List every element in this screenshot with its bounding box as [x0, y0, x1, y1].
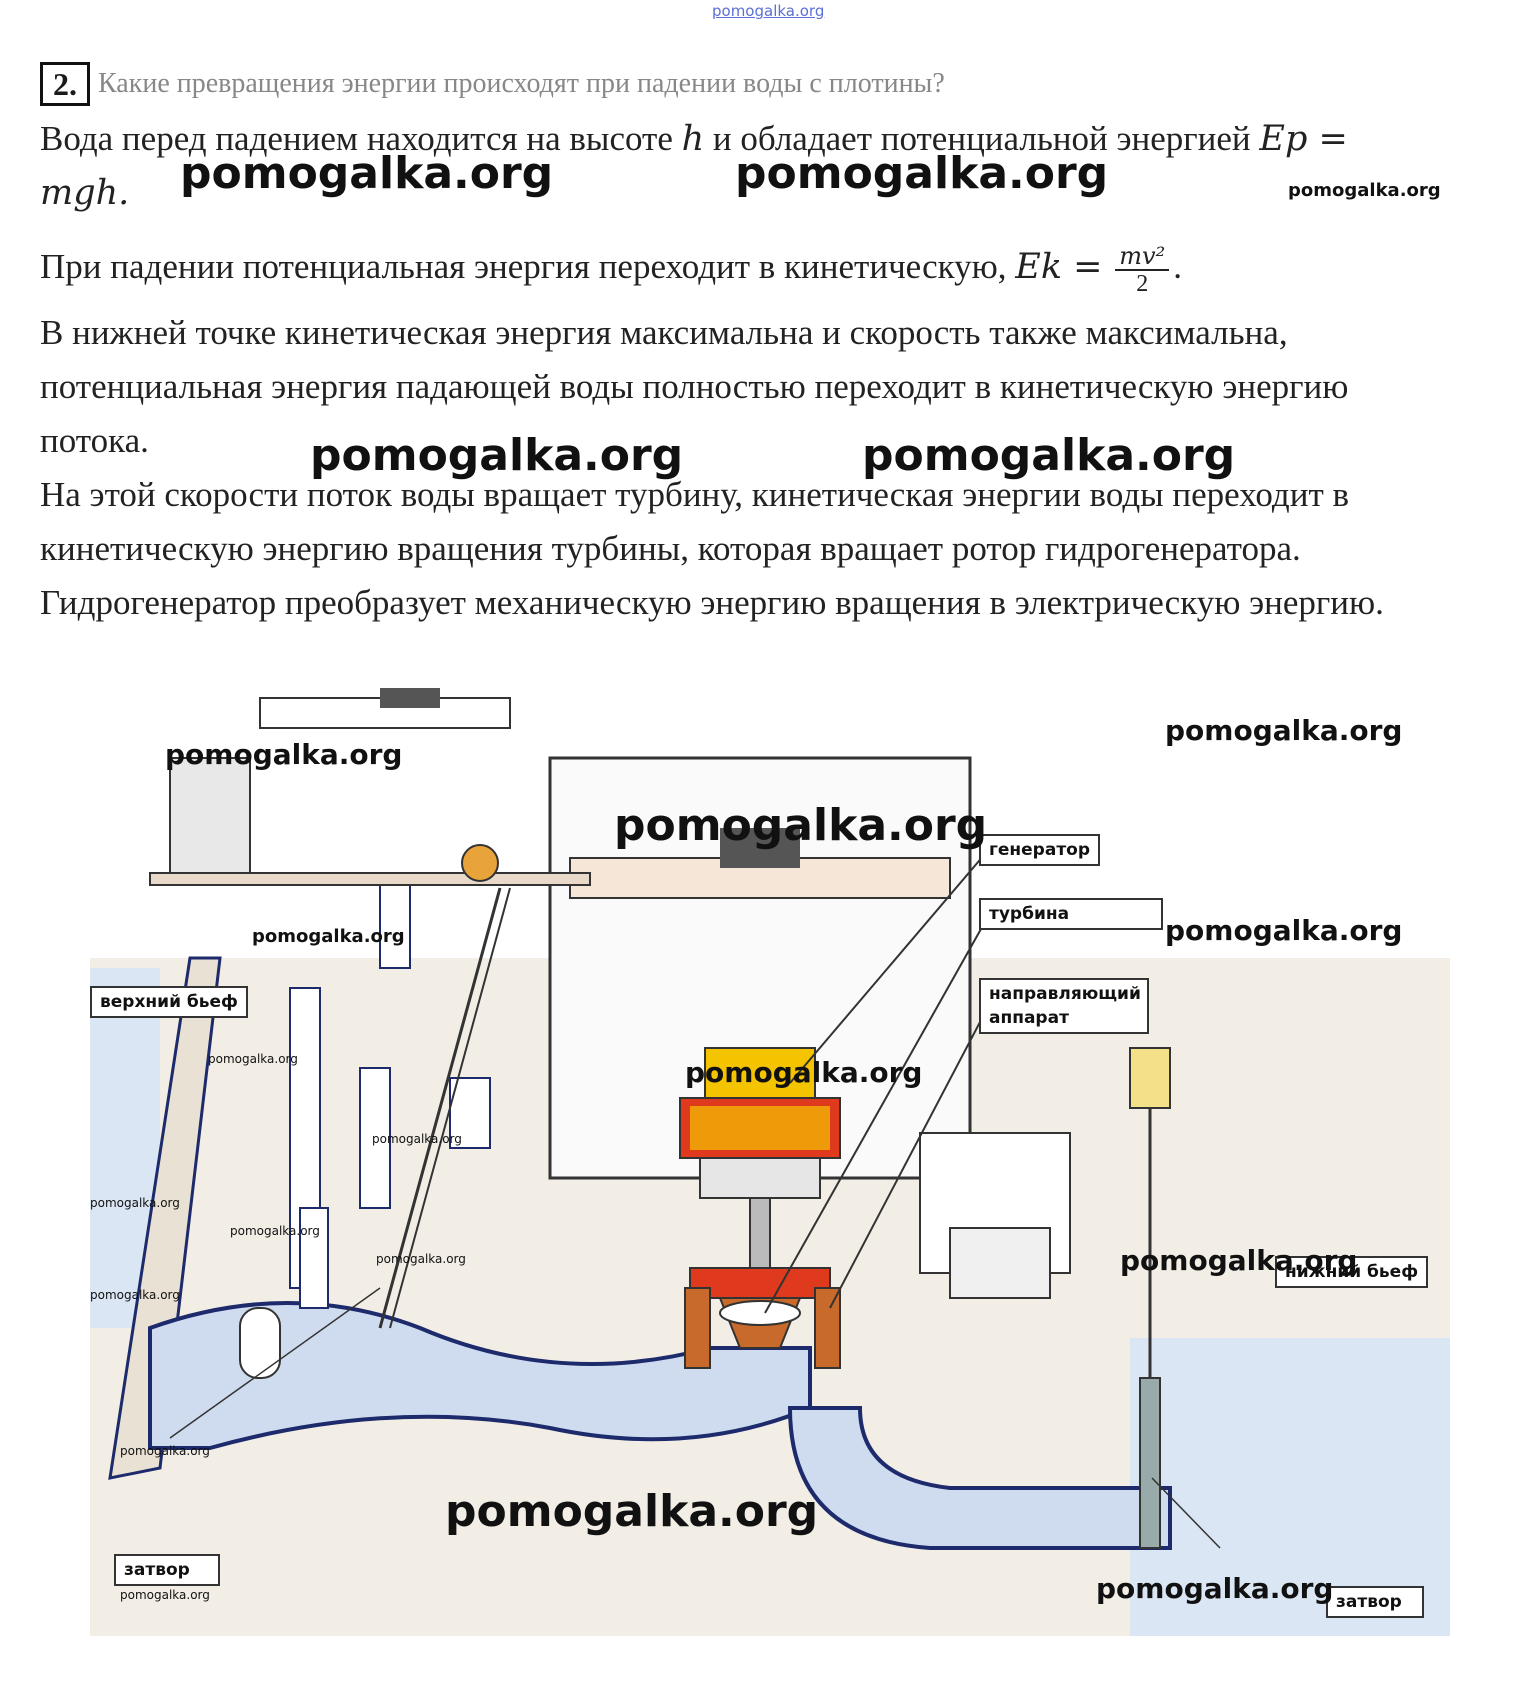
- label-generator: генератор: [979, 834, 1101, 866]
- watermark[interactable]: pomogalka.org: [208, 1052, 298, 1066]
- guide-vanes-left: [684, 1287, 711, 1369]
- label-upper-pool: верхний бьеф: [90, 986, 248, 1018]
- hydro-plant-diagram: генератор турбина направляющий аппарат в…: [90, 688, 1450, 1636]
- label-guide-apparatus-line2: аппарат: [989, 1008, 1069, 1028]
- answer-paragraph-4: На этой скорости поток воды вращает турб…: [40, 475, 1350, 568]
- watermark[interactable]: pomogalka.org: [90, 1288, 180, 1302]
- answer-paragraph-3: В нижней точке кинетическая энергия макс…: [40, 313, 1349, 460]
- watermark[interactable]: pomogalka.org: [1165, 714, 1403, 747]
- watermark[interactable]: pomogalka.org: [165, 738, 403, 771]
- watermark[interactable]: pomogalka.org: [120, 1588, 210, 1602]
- kinetic-energy-fraction: mv² 2: [1115, 243, 1170, 297]
- answer-paragraph-2: При падении потенциальная энергия перехо…: [40, 240, 1500, 297]
- watermark[interactable]: pomogalka.org: [735, 148, 1109, 199]
- watermark[interactable]: pomogalka.org: [120, 1444, 210, 1458]
- upstream-dam-face: [108, 956, 222, 1480]
- lower-pool-water: [1130, 1338, 1450, 1636]
- watermark[interactable]: pomogalka.org: [1288, 180, 1441, 201]
- guide-vanes-right: [814, 1287, 841, 1369]
- watermark[interactable]: pomogalka.org: [372, 1132, 462, 1146]
- ladder-shaft: [299, 1207, 329, 1309]
- watermark[interactable]: pomogalka.org: [1165, 914, 1403, 947]
- p2-end: .: [1173, 247, 1182, 286]
- fraction-numerator: mv²: [1115, 243, 1170, 271]
- control-booth: [1129, 1047, 1171, 1109]
- watermark[interactable]: pomogalka.org: [90, 1196, 180, 1210]
- kinetic-energy-symbol: Ek =: [1015, 247, 1103, 287]
- watermark[interactable]: pomogalka.org: [1120, 1244, 1358, 1277]
- question-text: Какие превращения энергии происходят при…: [98, 68, 945, 99]
- question-number: 2.: [40, 62, 90, 106]
- turbine-shaft: [749, 1197, 771, 1269]
- watermark[interactable]: pomogalka.org: [1096, 1572, 1334, 1605]
- answer-paragraph-1: Вода перед падением находится на высоте …: [40, 112, 1500, 220]
- watermark[interactable]: pomogalka.org: [685, 1056, 923, 1089]
- label-gate-left: затвор: [114, 1554, 220, 1586]
- height-symbol: h: [681, 119, 705, 159]
- label-lower-pool: нижний бьеф: [1275, 1256, 1429, 1288]
- watermark[interactable]: pomogalka.org: [862, 430, 1236, 481]
- watermark[interactable]: pomogalka.org: [376, 1252, 466, 1266]
- p1-text-b: и обладает потенциальной энергией: [712, 119, 1251, 158]
- upper-pool-water: [90, 968, 160, 1328]
- watermark[interactable]: pomogalka.org: [445, 1486, 819, 1537]
- answer-paragraph-5: Гидрогенератор преобразует механическую …: [40, 583, 1384, 622]
- watermark[interactable]: pomogalka.org: [310, 430, 684, 481]
- p2-text: При падении потенциальная энергия перехо…: [40, 247, 1007, 286]
- label-guide-apparatus-line1: направляющий: [989, 984, 1141, 1004]
- watermark[interactable]: pomogalka.org: [230, 1224, 320, 1238]
- label-guide-apparatus: направляющий аппарат: [979, 978, 1149, 1034]
- label-turbine: турбина: [979, 898, 1163, 930]
- label-gate-right: затвор: [1326, 1586, 1424, 1618]
- watermark[interactable]: pomogalka.org: [614, 800, 988, 851]
- watermark[interactable]: pomogalka.org: [180, 148, 554, 199]
- watermark[interactable]: pomogalka.org: [252, 926, 405, 947]
- dam-cross-section: [90, 688, 1450, 1636]
- potential-energy-symbol: Ep =: [1259, 119, 1348, 159]
- p1-text-a: Вода перед падением находится на высоте: [40, 119, 673, 158]
- mgh-formula: mgh.: [40, 173, 130, 213]
- outlet-gate: [1139, 1377, 1161, 1549]
- fraction-denominator: 2: [1136, 270, 1149, 297]
- draft-tube: [787, 1406, 1172, 1550]
- intake-gate-chamber: [239, 1307, 281, 1379]
- top-watermark[interactable]: pomogalka.org: [712, 2, 825, 20]
